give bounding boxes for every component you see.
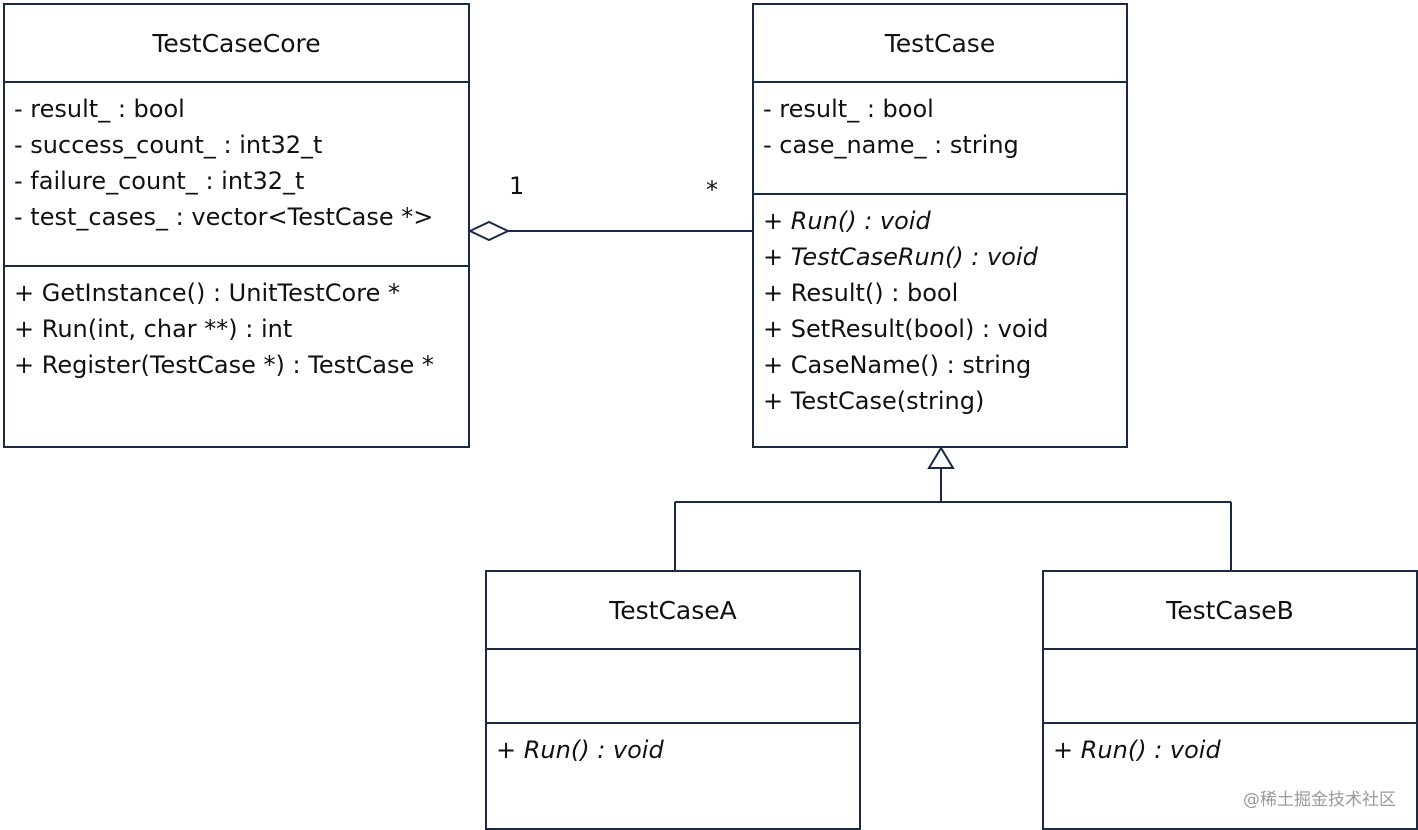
- method-compartment: + Run() : void: [487, 722, 859, 828]
- inheritance-triangle-icon: [927, 446, 955, 469]
- attribute-compartment: - result_ : bool - success_count_ : int3…: [5, 81, 468, 265]
- attribute-compartment: - result_ : bool - case_name_ : string: [754, 81, 1126, 193]
- class-name: TestCase: [884, 28, 996, 58]
- class-name: TestCaseB: [1166, 595, 1294, 625]
- method-compartment: + Run() : void + TestCaseRun() : void + …: [754, 193, 1126, 446]
- attribute: - failure_count_ : int32_t: [14, 167, 305, 195]
- aggregation-diamond-icon: [467, 220, 511, 242]
- method: + TestCase(string): [763, 387, 985, 415]
- watermark: @稀土掘金技术社区: [1243, 790, 1396, 810]
- class-testcasecore: TestCaseCore - result_ : bool - success_…: [3, 3, 470, 448]
- class-testcasea: TestCaseA + Run() : void: [485, 570, 861, 830]
- class-name: TestCaseCore: [152, 28, 321, 58]
- method-compartment: + Run() : void: [1044, 722, 1416, 828]
- method: + CaseName() : string: [763, 351, 1032, 379]
- method: + Register(TestCase *) : TestCase *: [14, 351, 434, 379]
- method: + Result() : bool: [763, 279, 959, 307]
- method: + Run(int, char **) : int: [14, 315, 293, 343]
- attribute: - test_cases_ : vector<TestCase *>: [14, 203, 434, 231]
- attribute: - case_name_ : string: [763, 131, 1019, 159]
- attribute: - result_ : bool: [14, 95, 185, 123]
- attribute-compartment: [1044, 648, 1416, 724]
- multiplicity-testcase: *: [706, 176, 718, 204]
- abstract-method: + TestCaseRun() : void: [763, 243, 1038, 271]
- method: + Run() : void: [1053, 736, 1221, 764]
- class-testcase: TestCase - result_ : bool - case_name_ :…: [752, 3, 1128, 448]
- method: + GetInstance() : UnitTestCore *: [14, 279, 400, 307]
- attribute: - result_ : bool: [763, 95, 934, 123]
- method-compartment: + GetInstance() : UnitTestCore * + Run(i…: [5, 265, 468, 446]
- multiplicity-core: 1: [509, 172, 525, 200]
- attribute: - success_count_ : int32_t: [14, 131, 323, 159]
- class-name: TestCaseA: [609, 595, 737, 625]
- abstract-method: + Run() : void: [763, 207, 931, 235]
- method: + SetResult(bool) : void: [763, 315, 1049, 343]
- class-testcaseb: TestCaseB + Run() : void: [1042, 570, 1418, 830]
- method: + Run() : void: [496, 736, 664, 764]
- attribute-compartment: [487, 648, 859, 724]
